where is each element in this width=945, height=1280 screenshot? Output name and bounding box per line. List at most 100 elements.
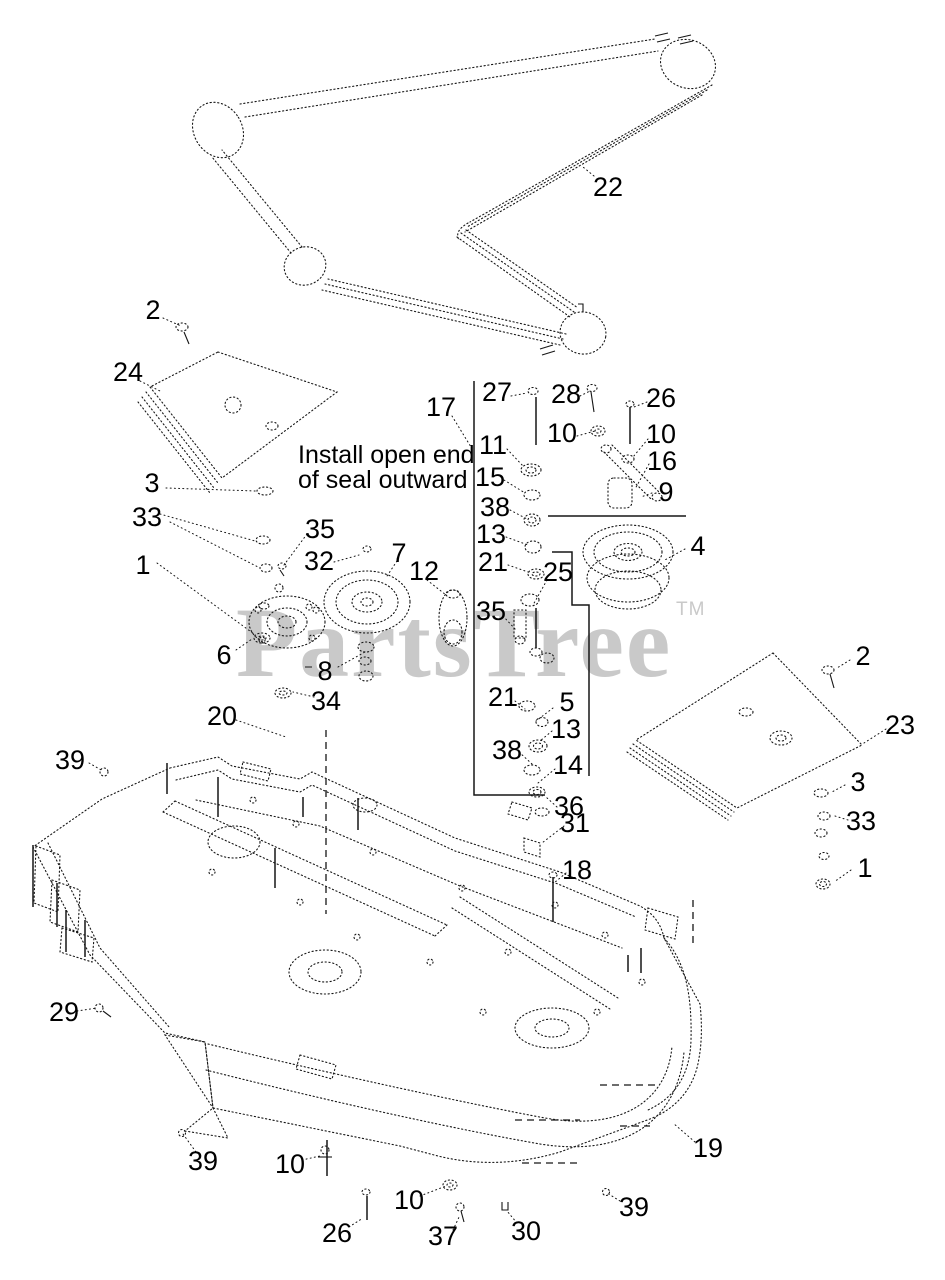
callout-38: 38 [480,492,510,522]
diagram-shape [248,595,326,649]
diagram-shape [369,848,377,856]
diagram-shape [528,786,546,798]
leader-lines [76,166,887,1231]
callout-10: 10 [547,418,577,448]
diagram-shape [535,716,549,728]
diagram-shape [175,769,637,918]
callout-37: 37 [428,1221,458,1251]
diagram-shape [358,670,374,682]
callout-7: 7 [391,538,406,568]
diagram-shape [582,524,674,580]
diagram-shape [443,619,463,645]
diagram-shape [149,351,339,479]
diagram-shape [254,606,262,614]
diagram-shape [552,551,590,776]
diagram-shape [47,842,171,1029]
diagram-shape [445,589,461,599]
callout-29: 29 [49,997,79,1027]
callout-2: 2 [855,641,870,671]
diagram-shape [249,796,257,804]
callout-8: 8 [317,656,332,686]
callout-12: 12 [409,556,439,586]
diagram-shape [163,1034,229,1139]
diagram-shape [507,801,541,858]
diagram-shape [255,535,271,545]
diagram-shape [438,589,468,647]
belt [191,32,717,356]
diagram-shape [274,583,284,593]
diagram-shape [207,1043,673,1122]
note-line-1: Install open end [298,441,475,469]
diagram-shape [829,673,835,689]
diagram-shape [527,516,537,524]
diagram-shape [620,547,636,557]
diagram-shape [594,570,662,610]
diagram-shape [258,636,266,644]
diagram-shape [325,730,694,1164]
callout-9: 9 [658,477,673,507]
callout-10: 10 [394,1185,424,1215]
callout-1: 1 [857,853,872,883]
diagram-shape [514,1007,590,1049]
diagram-shape [518,700,536,712]
diagram-shape [426,958,434,966]
callout-6: 6 [216,640,231,670]
callout-21: 21 [488,682,518,712]
diagram-shape [278,690,288,696]
diagram-shape [32,763,642,1220]
callout-14: 14 [553,750,583,780]
diagram-shape [590,391,595,413]
diagram-shape [586,383,598,393]
watermark-text: PartsTree [236,587,672,698]
note-line-2: of seal outward [298,466,468,494]
diagram-shape [99,767,109,777]
callout-2: 2 [145,295,160,325]
diagram-shape [523,489,541,501]
idler-pulley [582,524,674,610]
mower-deck [32,730,702,1223]
diagram-shape [312,606,320,614]
diagram-shape [256,486,274,496]
diagram-shape [320,1145,330,1155]
diagram-shape [307,961,343,983]
diagram-shape [353,933,361,941]
diagram-shape [551,901,559,909]
callout-27: 27 [482,377,512,407]
diagram-shape [191,101,245,159]
diagram-shape [175,322,189,332]
diagram-shape [593,1008,601,1016]
diagram-shape [513,609,527,639]
hardware-stack [473,381,686,798]
callout-24: 24 [113,357,143,387]
diagram-shape [535,397,631,648]
diagram-shape [460,1202,509,1223]
diagram-shape [527,568,545,580]
diagram-shape [479,1008,487,1016]
callout-33: 33 [132,502,162,532]
callout-20: 20 [207,701,237,731]
diagram-shape [288,949,362,995]
diagram-shape [335,579,399,625]
callout-26: 26 [322,1218,352,1248]
diagram-shape [621,454,635,464]
diagram-shape [625,400,635,408]
diagram-shape [559,311,607,355]
diagram-shape [626,743,735,821]
diagram-shape [296,898,304,906]
watermark-tm: TM [676,599,705,620]
diagram-shape [523,513,541,527]
diagram-shape [283,246,327,286]
diagram-shape [647,937,692,1111]
right-cover-plate [626,652,863,890]
callout-17: 17 [426,392,456,422]
diagram-shape [253,632,271,644]
diagram-shape [308,634,316,642]
diagram-shape [361,1188,371,1196]
diagram-shape [590,425,606,437]
callout-15: 15 [475,462,505,492]
diagram-shape [815,878,831,890]
diagram-shape [534,1018,570,1038]
diagram-shape [525,466,537,474]
